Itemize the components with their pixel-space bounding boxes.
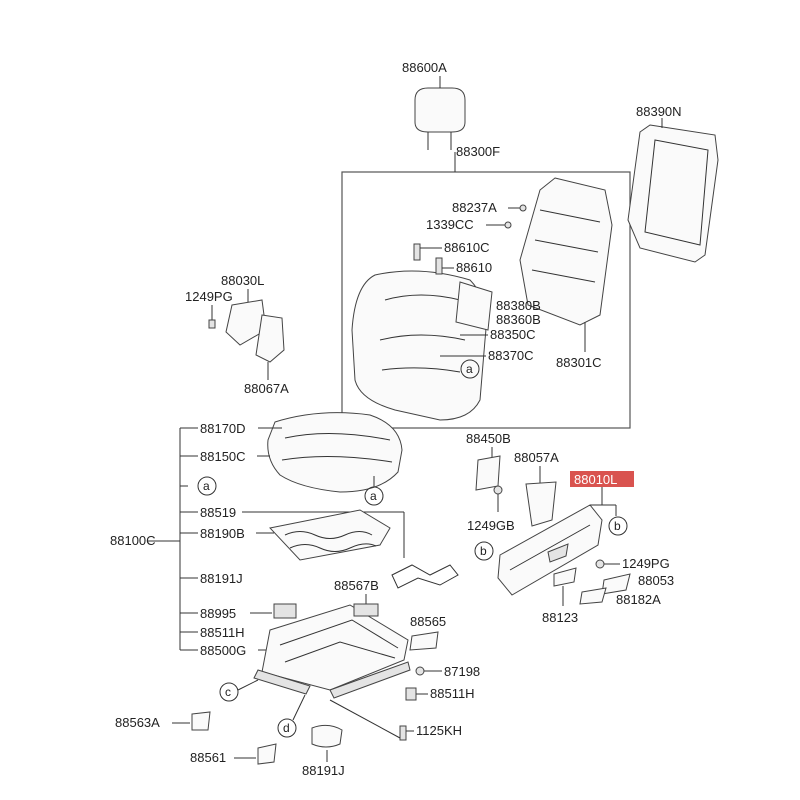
label-88030L: 88030L [221, 273, 264, 288]
bracket-450-part [475, 455, 501, 491]
back-frame-part [519, 177, 613, 326]
callout-b [608, 516, 628, 536]
callout-a-label: a [370, 489, 377, 503]
callout-a-label: a [466, 362, 473, 376]
knob-053-part [601, 573, 631, 595]
seat-track-part [253, 604, 411, 699]
label-88182A: 88182A [616, 592, 661, 607]
label-88450B: 88450B [466, 431, 511, 446]
cover-561-part [257, 743, 277, 765]
label-88370C: 88370C [488, 348, 534, 363]
label-88123: 88123 [542, 610, 578, 625]
pad-bracket-part [455, 281, 493, 331]
seat-cushion-part [267, 412, 403, 493]
cover-191-part [311, 724, 343, 748]
knob-182-part [579, 587, 607, 605]
callout-b [474, 541, 494, 561]
bolt-icon [595, 559, 605, 569]
label-88563A: 88563A [115, 715, 160, 730]
side-trim-part [225, 299, 285, 363]
nut-icon [504, 221, 512, 229]
label-88067A: 88067A [244, 381, 289, 396]
callout-a [460, 359, 480, 379]
callout-d-label: d [283, 721, 290, 735]
label-88511H-b: 88511H [430, 686, 475, 701]
back-cover-part [351, 270, 487, 421]
callout-b-label: b [614, 519, 621, 533]
bracket-057-part [525, 481, 557, 527]
back-assembly-box [341, 171, 631, 429]
label-88380B: 88380B [496, 298, 541, 313]
label-88500G: 88500G [200, 643, 246, 658]
label-88053: 88053 [638, 573, 674, 588]
callout-b-label: b [480, 544, 487, 558]
cover-563-part [191, 711, 211, 731]
bracket-565-part [409, 631, 439, 651]
label-88191J: 88191J [200, 571, 243, 586]
label-88519: 88519 [200, 505, 236, 520]
label-88390N: 88390N [636, 104, 682, 119]
back-panel-part [627, 124, 719, 263]
switch-icon [273, 603, 297, 619]
bracket-icon [353, 603, 379, 617]
bolt-icon [208, 319, 216, 329]
label-88057A: 88057A [514, 450, 559, 465]
label-1249GB: 1249GB [467, 518, 515, 533]
label-88565: 88565 [410, 614, 446, 629]
label-88360B: 88360B [496, 312, 541, 327]
label-1339CC: 1339CC [426, 217, 474, 232]
callout-d [277, 718, 297, 738]
label-88170D: 88170D [200, 421, 246, 436]
guide-icon [413, 243, 421, 261]
spring-mat-part [269, 509, 391, 561]
bolt-icon [399, 725, 407, 741]
callout-a [197, 476, 217, 496]
label-88300F: 88300F [456, 144, 500, 159]
label-88237A: 88237A [452, 200, 497, 215]
highlight-88010L [570, 471, 634, 487]
label-88561: 88561 [190, 750, 226, 765]
clip-icon [405, 687, 417, 701]
bolt-icon [519, 204, 527, 212]
bolt-icon [415, 666, 425, 676]
label-88567B: 88567B [334, 578, 379, 593]
label-88995: 88995 [200, 606, 236, 621]
callout-c [219, 682, 239, 702]
callout-c-label: c [225, 685, 231, 699]
label-1125KH: 1125KH [416, 723, 462, 738]
label-88610: 88610 [456, 260, 492, 275]
guide-icon [435, 257, 443, 275]
label-88190B: 88190B [200, 526, 245, 541]
label-88150C: 88150C [200, 449, 246, 464]
label-1249PG-b: 1249PG [622, 556, 670, 571]
label-88600A: 88600A [402, 60, 447, 75]
label-88010L[interactable]: 88010L [574, 472, 617, 487]
label-88610C: 88610C [444, 240, 490, 255]
callout-a-label: a [203, 479, 210, 493]
label-88350C: 88350C [490, 327, 536, 342]
label-87198: 87198 [444, 664, 480, 679]
label-88301C: 88301C [556, 355, 602, 370]
label-1249PG: 1249PG [185, 289, 233, 304]
label-88511H: 88511H [200, 625, 245, 640]
headrest-part [414, 76, 466, 150]
heater-part [391, 564, 459, 589]
cover-123-part [553, 567, 577, 587]
side-shield-part [497, 504, 603, 596]
label-88100C: 88100C [110, 533, 156, 548]
label-88191J-b: 88191J [302, 763, 345, 778]
bolt-icon [493, 485, 503, 495]
